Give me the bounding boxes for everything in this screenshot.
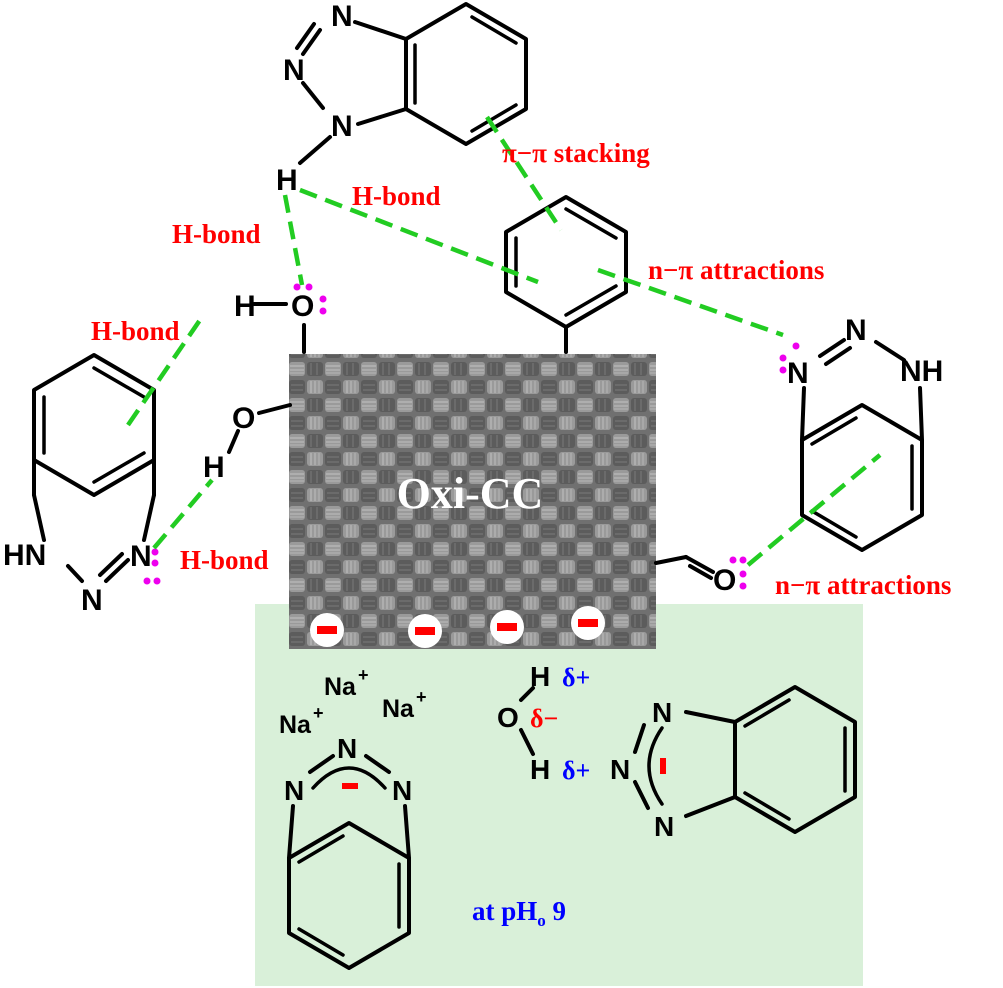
- svg-text:Na: Na: [382, 695, 415, 723]
- benzotriazole-right: N N NH: [787, 314, 943, 552]
- svg-text:N: N: [787, 357, 809, 390]
- hbond-label-bottom: H-bond: [180, 545, 269, 575]
- svg-text:HN: HN: [3, 539, 46, 572]
- surface-carbonyl: O: [654, 555, 736, 597]
- benzotriazole-left: HN N N: [3, 353, 156, 617]
- hbond-label-left: H-bond: [91, 316, 180, 346]
- svg-text:N: N: [845, 314, 867, 347]
- solution-panel: [255, 604, 863, 986]
- svg-text:NH: NH: [900, 355, 943, 388]
- svg-text:+: +: [313, 703, 324, 723]
- surface-charge-3: [490, 610, 524, 644]
- hbond-label-left-top: H-bond: [172, 219, 261, 249]
- benzotriazole-top: N N N H: [276, 0, 528, 197]
- surface-hydroxyl-top: H O: [234, 290, 314, 354]
- svg-text:N: N: [392, 775, 412, 806]
- svg-text:H: H: [234, 290, 256, 323]
- surface-charge-2: [408, 614, 442, 648]
- svg-text:Na: Na: [324, 673, 357, 701]
- svg-text:N: N: [337, 733, 357, 764]
- svg-text:N: N: [284, 775, 304, 806]
- delta-plus-bottom: δ+: [562, 756, 590, 785]
- interaction-lines: [126, 115, 882, 567]
- delta-minus: δ−: [530, 704, 558, 733]
- svg-text:N: N: [654, 811, 674, 842]
- svg-text:N: N: [331, 0, 353, 33]
- svg-text:H: H: [276, 164, 298, 197]
- n-pi-attractions-label-bottom: n−π attractions: [775, 570, 951, 600]
- svg-text:H: H: [203, 451, 225, 484]
- surface-label: Oxi-CC: [397, 469, 544, 518]
- pi-pi-stacking-label: π−π stacking: [502, 138, 650, 168]
- benzotriazolate-anion-right: N N N: [610, 685, 857, 842]
- svg-text:H: H: [530, 661, 550, 692]
- benzotriazolate-anion: N N N: [284, 733, 412, 970]
- surface-phenyl: [504, 195, 628, 354]
- svg-text:+: +: [416, 687, 427, 707]
- sodium-ions: Na + Na + Na +: [279, 665, 427, 739]
- surface-charge-1: [310, 613, 344, 647]
- svg-text:H: H: [530, 754, 550, 785]
- oxi-cc-surface: [289, 354, 656, 649]
- svg-text:O: O: [713, 564, 736, 597]
- svg-text:N: N: [610, 754, 630, 785]
- svg-text:+: +: [358, 665, 369, 685]
- svg-text:N: N: [331, 110, 353, 143]
- svg-text:N: N: [81, 584, 103, 617]
- water-molecule: H O H δ+ δ− δ+: [497, 661, 590, 785]
- surface-charge-4: [571, 606, 605, 640]
- n-pi-attractions-label-top: n−π attractions: [648, 255, 824, 285]
- svg-text:O: O: [291, 290, 314, 323]
- svg-text:O: O: [232, 402, 255, 435]
- svg-text:O: O: [497, 702, 519, 733]
- svg-text:N: N: [652, 697, 672, 728]
- svg-text:N: N: [130, 540, 152, 573]
- lone-pairs: [143, 283, 800, 590]
- surface-hydroxyl-left: O H: [203, 402, 292, 484]
- svg-text:N: N: [283, 54, 305, 87]
- hbond-label-top: H-bond: [352, 181, 441, 211]
- surface-charges: [310, 606, 605, 648]
- ph-label: at pHo 9: [472, 896, 566, 930]
- delta-plus-top: δ+: [562, 663, 590, 692]
- svg-text:Na: Na: [279, 711, 312, 739]
